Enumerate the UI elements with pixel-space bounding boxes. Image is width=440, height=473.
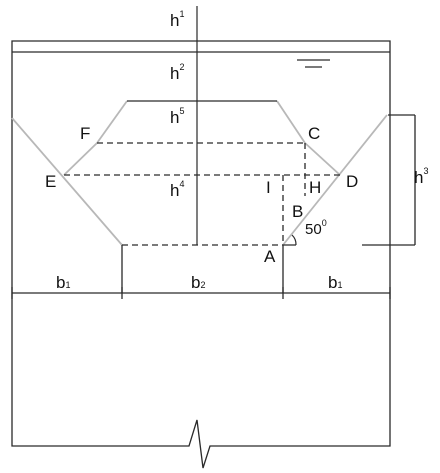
foundation-lines [121, 244, 388, 293]
label-h1: h1 [170, 9, 184, 30]
point-label-e: E [45, 172, 56, 191]
label-b2: b2 [191, 273, 205, 292]
point-label-a: A [264, 247, 276, 266]
point-label-d: D [346, 172, 358, 191]
outer-frame [11, 40, 391, 469]
label-h2: h2 [170, 62, 184, 83]
label-b1-left: b1 [56, 273, 70, 292]
angle-arc [291, 234, 297, 246]
slope-lines [11, 100, 388, 246]
angle-label: 500 [305, 218, 327, 238]
label-b1-right: b1 [328, 273, 342, 292]
h3-dimension [388, 114, 416, 246]
b-dimension-line [11, 287, 391, 299]
label-h4: h4 [170, 179, 184, 200]
label-h3: h3 [414, 166, 428, 187]
point-label-h: H [309, 178, 321, 197]
point-label-b: B [292, 202, 303, 221]
dashed-lines [64, 142, 340, 246]
label-h5: h5 [170, 106, 184, 127]
point-label-f: F [80, 124, 90, 143]
point-label-c: C [308, 124, 320, 143]
point-label-i: I [266, 178, 271, 197]
water-level-symbol [297, 59, 330, 68]
